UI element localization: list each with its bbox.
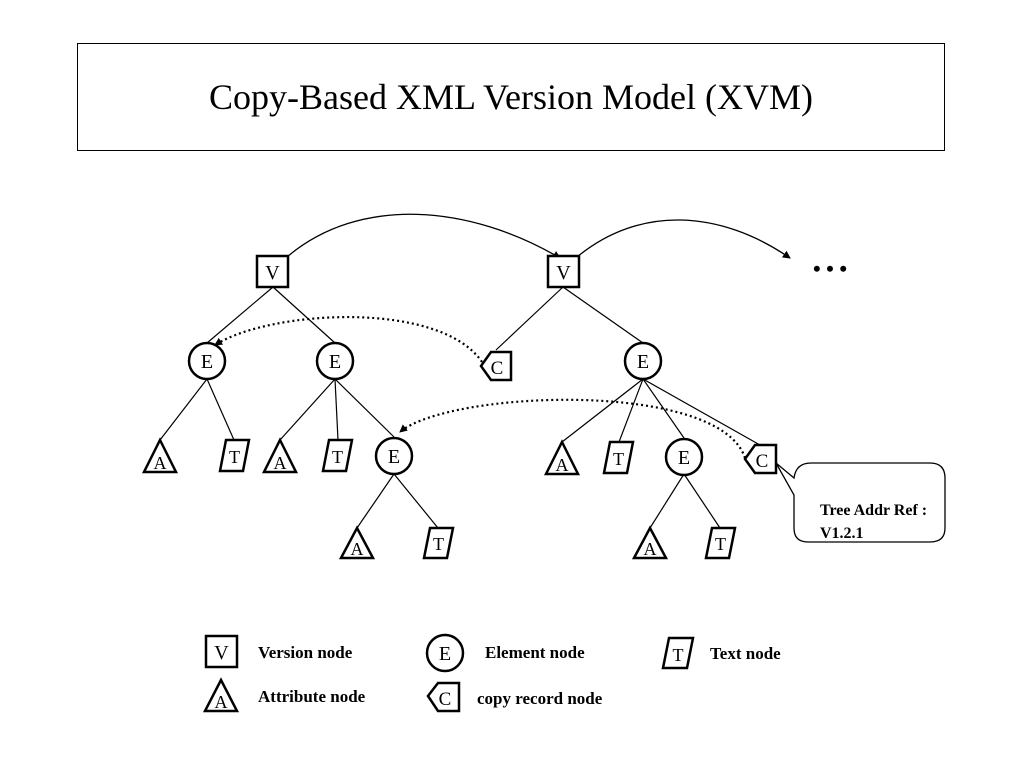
text-node: T	[321, 438, 354, 473]
svg-text:C: C	[756, 451, 769, 472]
legend-element-label: Element node	[485, 643, 585, 662]
text-node: T	[422, 526, 455, 560]
svg-text:A: A	[215, 692, 228, 712]
element-node: E	[187, 341, 227, 381]
svg-text:T: T	[332, 447, 343, 467]
text-node: T	[602, 440, 635, 475]
svg-text:E: E	[678, 447, 690, 469]
page-title: Copy-Based XML Version Model (XVM)	[209, 77, 813, 117]
element-node: E	[315, 341, 355, 381]
legend-attribute-label: Attribute node	[258, 687, 366, 706]
legend-attribute-icon: A	[202, 677, 240, 713]
attribute-node: A	[338, 525, 376, 560]
svg-text:C: C	[491, 358, 504, 379]
copy-ref-arrow-2	[399, 398, 747, 459]
copy-record-node: C	[743, 443, 778, 475]
copy-record-node: C	[479, 350, 513, 382]
element-node: E	[623, 341, 663, 381]
svg-text:C: C	[439, 689, 452, 710]
attribute-node: A	[631, 525, 669, 560]
attribute-node: A	[141, 437, 179, 474]
version-arrow-1	[286, 213, 561, 259]
legend-copy-label: copy record node	[477, 689, 603, 708]
tree-addr-callout: Tree Addr Ref : V1.2.1	[775, 462, 946, 543]
svg-text:E: E	[637, 351, 649, 373]
callout-line-1: Tree Addr Ref :	[820, 502, 927, 519]
legend-text-icon: T	[661, 636, 695, 670]
svg-text:T: T	[715, 534, 726, 554]
svg-text:A: A	[154, 453, 167, 473]
svg-text:A: A	[274, 453, 287, 473]
svg-text:A: A	[644, 539, 657, 559]
text-node: T	[218, 438, 251, 473]
svg-text:T: T	[613, 449, 624, 469]
element-node: E	[664, 437, 704, 477]
version-node: V	[546, 254, 581, 289]
svg-text:T: T	[229, 447, 240, 467]
svg-text:V: V	[265, 262, 280, 284]
version-node: V	[255, 254, 290, 289]
svg-text:E: E	[201, 351, 213, 373]
legend-version-icon: V	[204, 634, 239, 669]
legend-text-label: Text node	[710, 644, 781, 663]
svg-text:E: E	[329, 351, 341, 373]
svg-text:T: T	[433, 534, 444, 554]
callout-line-2: V1.2.1	[820, 525, 864, 542]
legend: V Version node E Element node T Text nod…	[202, 633, 781, 713]
legend-copy-icon: C	[426, 681, 461, 713]
tree-edges	[159, 286, 761, 529]
svg-text:A: A	[351, 539, 364, 559]
element-node: E	[374, 436, 414, 476]
svg-text:E: E	[439, 643, 451, 665]
attribute-node: A	[261, 437, 299, 474]
continuation-ellipsis: • • •	[813, 256, 847, 281]
legend-version-label: Version node	[258, 643, 353, 662]
title-box: Copy-Based XML Version Model (XVM)	[77, 43, 945, 151]
svg-text:E: E	[388, 446, 400, 468]
svg-text:A: A	[556, 455, 569, 475]
legend-element-icon: E	[425, 633, 465, 673]
svg-text:T: T	[673, 645, 684, 665]
attribute-node: A	[543, 439, 581, 476]
svg-text:V: V	[214, 642, 229, 664]
text-node: T	[704, 526, 737, 560]
copy-ref-arrow-1	[214, 316, 483, 363]
svg-text:V: V	[556, 262, 571, 284]
version-arrow-2	[576, 219, 791, 259]
